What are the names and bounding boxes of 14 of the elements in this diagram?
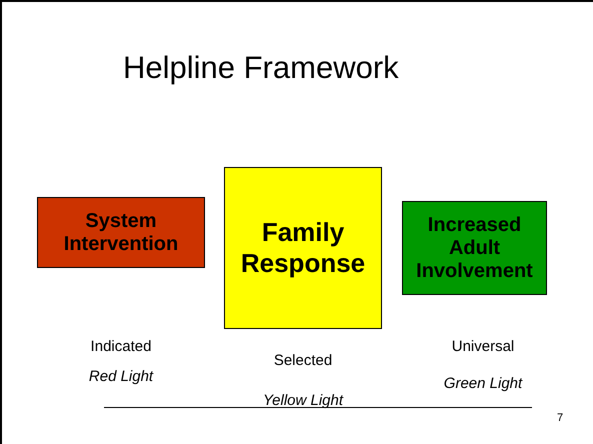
- light-label: Red Light: [88, 368, 154, 385]
- box-label: Family Response: [240, 217, 366, 279]
- box-label: Increased Adult Involvement: [415, 214, 534, 282]
- box-label: System Intervention: [62, 210, 180, 256]
- tier-name: Indicated: [90, 338, 152, 355]
- tier-box: [37, 197, 205, 268]
- slide-title: Helpline Framework: [123, 50, 399, 86]
- tier-box: [402, 201, 547, 295]
- light-label: Yellow Light: [262, 392, 344, 409]
- tier-box: [224, 167, 382, 329]
- tier-name: Selected: [274, 352, 332, 369]
- light-label: Green Light: [444, 375, 522, 392]
- tier-name: Universal: [452, 338, 514, 355]
- page-number: 7: [557, 412, 564, 424]
